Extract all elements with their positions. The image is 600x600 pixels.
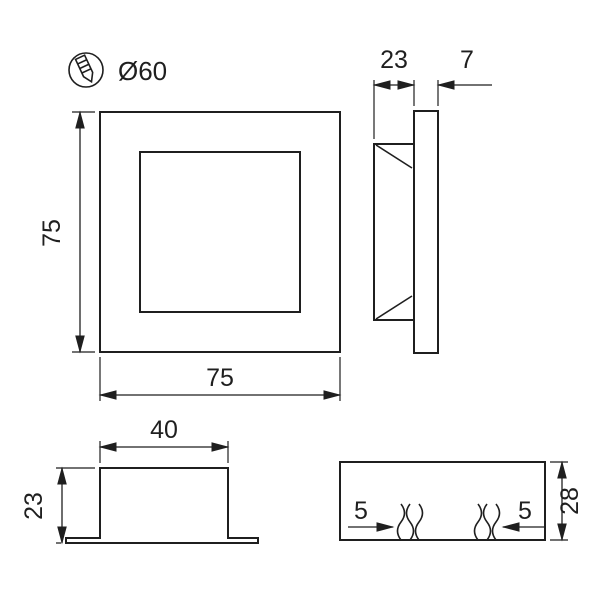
side-view: 23 7 <box>372 46 492 354</box>
clip-height-dimension: 28 <box>550 460 584 542</box>
housing-profile-view: 40 23 <box>20 416 259 545</box>
hole-cutout-indicator: Ø60 <box>68 52 167 88</box>
clip-left-label: 5 <box>354 497 368 525</box>
hole-diameter-label: Ø60 <box>118 56 167 86</box>
housing-depth-dimension: 23 <box>20 466 95 545</box>
side-depth-dimension: 23 <box>372 46 416 139</box>
side-depth-label: 23 <box>380 46 408 74</box>
front-view: 75 75 <box>38 110 342 401</box>
housing-profile-outline <box>65 467 259 544</box>
side-bezel-dimension: 7 <box>436 46 492 106</box>
housing-depth-label: 23 <box>20 492 48 520</box>
extension-line <box>373 80 415 139</box>
extension-line <box>99 441 229 463</box>
spring-clip-top <box>375 144 413 169</box>
clip-right-dimension: 5 <box>501 497 546 532</box>
clip-profile-view: 5 5 28 <box>339 460 584 542</box>
drill-circle-icon <box>68 52 104 88</box>
extension-line <box>72 111 95 353</box>
clip-left-dimension: 5 <box>348 497 395 532</box>
clip-height-label: 28 <box>556 487 584 515</box>
housing-width-label: 40 <box>150 416 178 444</box>
front-height-label: 75 <box>38 219 66 247</box>
left-spring-clip <box>396 503 424 541</box>
clip-housing-box <box>339 461 546 541</box>
front-width-dimension: 75 <box>98 357 342 401</box>
clip-right-label: 5 <box>518 497 532 525</box>
side-faceplate <box>413 110 439 354</box>
housing-width-dimension: 40 <box>98 416 230 463</box>
front-inner-square <box>139 151 301 313</box>
right-spring-clip <box>473 503 501 541</box>
front-width-label: 75 <box>206 364 234 392</box>
side-housing-box <box>373 143 415 321</box>
drill-bit-icon <box>74 54 94 84</box>
spring-clip-bottom <box>375 295 413 320</box>
side-bezel-label: 7 <box>460 46 474 74</box>
front-height-dimension: 75 <box>38 110 95 354</box>
